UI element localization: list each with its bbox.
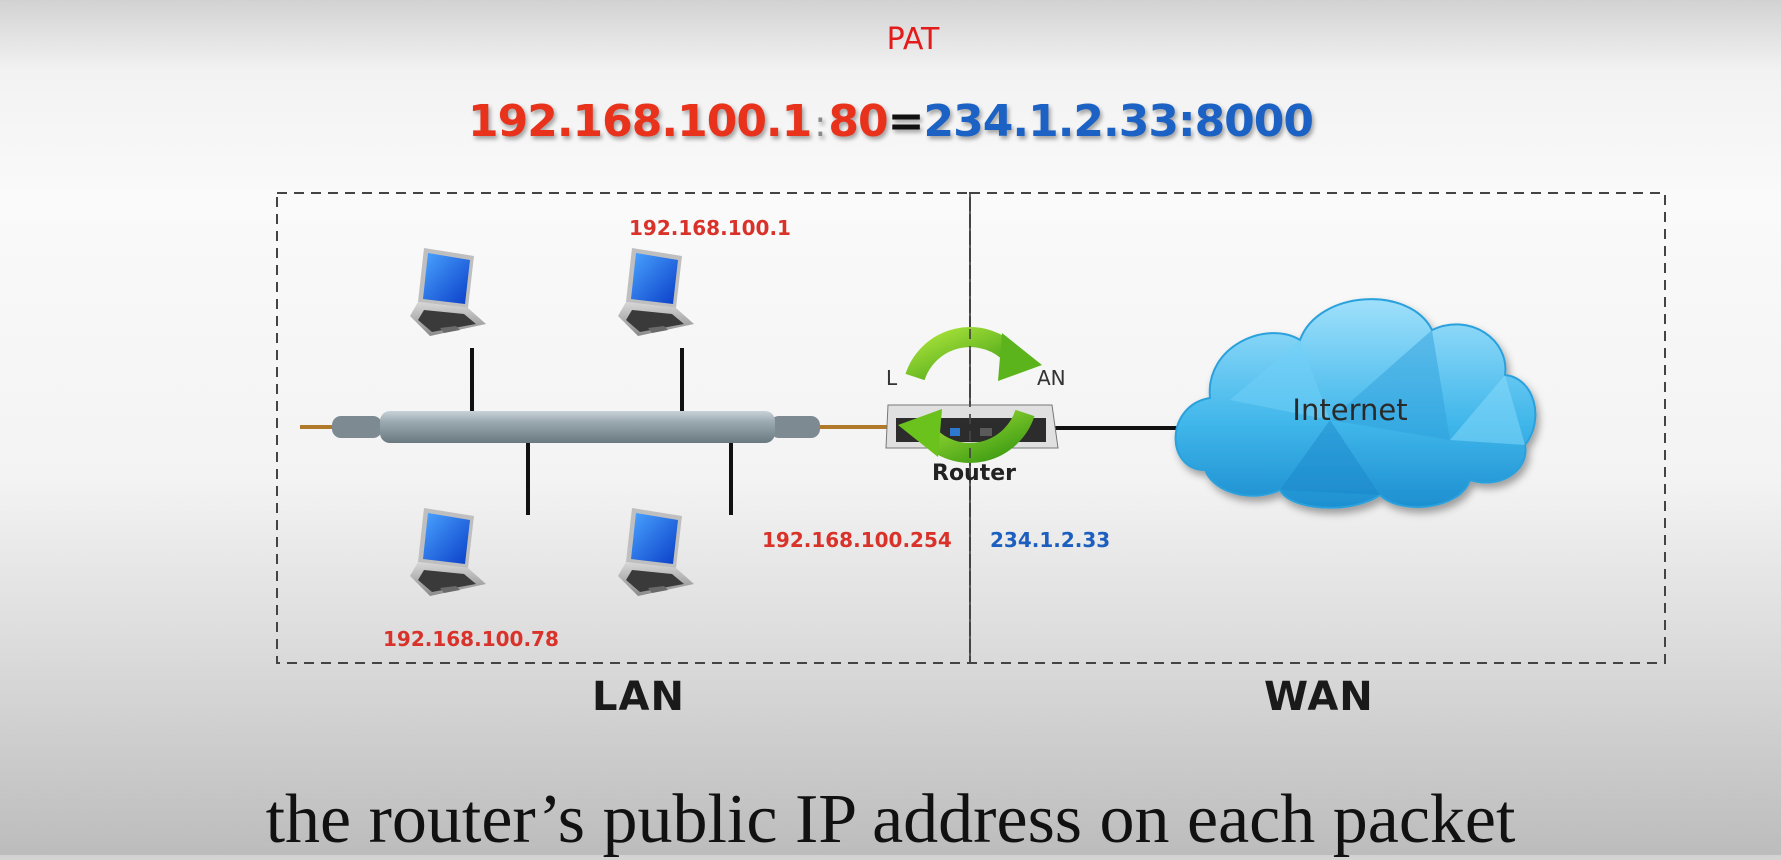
internet-cloud-icon [1174,298,1537,509]
router-port-left-label: L [886,366,898,390]
lan-zone-label: LAN [592,674,685,720]
host-ip-bottom-left: 192.168.100.78 [383,627,559,651]
public-ip-port: 234.1.2.33:8000 [923,96,1315,147]
subtitle-caption: the router’s public IP address on each p… [265,781,1516,858]
host-ip-top-right: 192.168.100.1 [629,216,791,240]
private-ip: 192.168.100.1 [467,96,812,147]
laptop-bottom-left [410,508,486,596]
private-port: 80 [828,96,888,147]
pat-mapping-formula: 192.168.100.1:80=234.1.2.33:8000 [0,96,1781,147]
router-lan-ip: 192.168.100.254 [762,528,952,552]
internet-label: Internet [1292,393,1407,427]
router-port-right-label: AN [1037,366,1066,390]
nat-translate-arrows-icon [898,327,1042,463]
equals-sign: = [887,96,925,147]
laptop-top-right [618,248,694,336]
wan-zone-label: WAN [1264,674,1374,720]
router-label: Router [932,461,1016,486]
router-wan-ip: 234.1.2.33 [990,528,1111,552]
laptop-top-left [410,248,486,336]
laptop-bottom-right [618,508,694,596]
lan-coax-cable [300,411,890,443]
pat-title: PAT [886,22,940,57]
port-separator: : [814,104,826,145]
